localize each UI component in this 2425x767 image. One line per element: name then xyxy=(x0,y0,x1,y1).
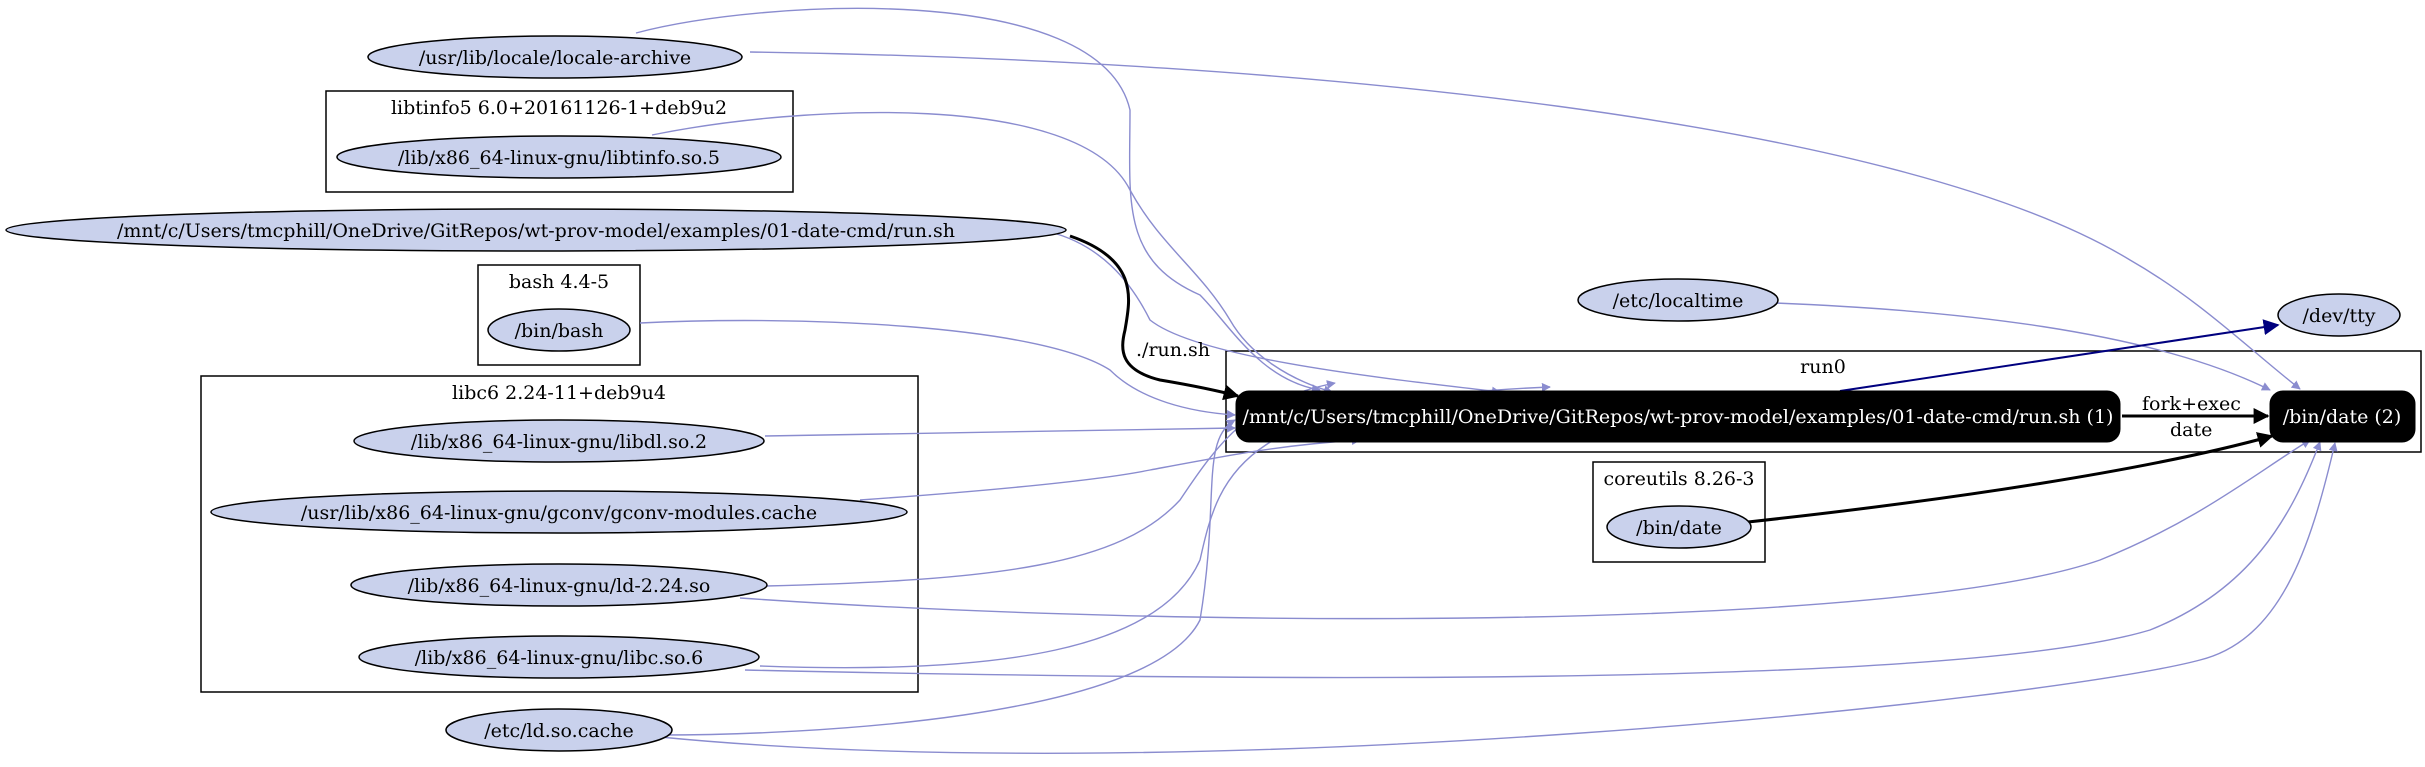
edge-libc-to-date xyxy=(744,441,2322,679)
edge-ld-to-date xyxy=(739,439,2311,620)
file-bin-bash[interactable]: /bin/bash xyxy=(487,308,631,352)
file-ld-cache[interactable]: /etc/ld.so.cache xyxy=(445,708,673,752)
cluster-run0-box xyxy=(1225,350,2422,453)
cluster-libtinfo: libtinfo5 6.0+20161126-1+deb9u2 xyxy=(325,90,794,193)
edge-locale-to-run xyxy=(635,7,1321,394)
file-locale-archive-label: /usr/lib/locale/locale-archive xyxy=(419,47,691,69)
edge-label-run-sh: ./run.sh xyxy=(1136,339,1210,361)
file-libc[interactable]: /lib/x86_64-linux-gnu/libc.so.6 xyxy=(358,635,760,679)
cluster-libc: libc6 2.24-11+deb9u4 xyxy=(200,375,919,693)
cluster-bash: bash 4.4-5 xyxy=(477,264,641,366)
cluster-coreutils: coreutils 8.26-3 xyxy=(1592,461,1766,563)
cluster-libc-box xyxy=(200,375,919,693)
edge-ldcache-to-run xyxy=(659,419,1236,736)
edge-runsh-read-to-run xyxy=(1049,231,1501,396)
file-bin-date[interactable]: /bin/date xyxy=(1606,505,1752,549)
file-localtime[interactable]: /etc/localtime xyxy=(1577,278,1779,322)
edge-bash-to-run xyxy=(639,319,1236,419)
cluster-run0-title: run0 xyxy=(1800,356,1846,378)
cluster-coreutils-title: coreutils 8.26-3 xyxy=(1603,468,1754,490)
edge-locale-to-date xyxy=(749,51,2301,390)
process-bin-date-label: /bin/date (2) xyxy=(2283,406,2402,428)
edge-label-fork-exec: fork+exec xyxy=(2142,393,2241,415)
file-libtinfo-label: /lib/x86_64-linux-gnu/libtinfo.so.5 xyxy=(398,147,720,169)
file-bin-bash-label: /bin/bash xyxy=(515,320,604,342)
read-edges xyxy=(635,7,1551,736)
cluster-coreutils-box xyxy=(1592,461,1766,563)
edge-label-date: date xyxy=(2170,419,2212,441)
file-gconv-label: /usr/lib/x86_64-linux-gnu/gconv/gconv-mo… xyxy=(301,502,817,524)
file-libc-label: /lib/x86_64-linux-gnu/libc.so.6 xyxy=(415,647,704,669)
file-libdl[interactable]: /lib/x86_64-linux-gnu/libdl.so.2 xyxy=(353,419,765,463)
file-libdl-label: /lib/x86_64-linux-gnu/libdl.so.2 xyxy=(411,431,707,453)
cluster-libtinfo-title: libtinfo5 6.0+20161126-1+deb9u2 xyxy=(391,97,727,119)
file-ld-label: /lib/x86_64-linux-gnu/ld-2.24.so xyxy=(408,575,711,597)
edge-ldcache-to-date xyxy=(659,442,2338,754)
edge-gconv-to-run xyxy=(859,436,1361,501)
cluster-run0: run0 xyxy=(1225,350,2422,453)
file-run-sh[interactable]: /mnt/c/Users/tmcphill/OneDrive/GitRepos/… xyxy=(5,208,1067,252)
file-libtinfo[interactable]: /lib/x86_64-linux-gnu/libtinfo.so.5 xyxy=(336,135,782,179)
file-run-sh-label: /mnt/c/Users/tmcphill/OneDrive/GitRepos/… xyxy=(117,220,955,242)
edge-libdl-to-run xyxy=(764,423,1236,437)
edge-run-to-tty xyxy=(1839,319,2280,392)
file-gconv[interactable]: /usr/lib/x86_64-linux-gnu/gconv/gconv-mo… xyxy=(210,490,908,534)
edge-bindate-to-date xyxy=(1747,432,2274,524)
cluster-bash-title: bash 4.4-5 xyxy=(509,271,609,293)
process-bin-date[interactable]: /bin/date (2) xyxy=(2269,390,2416,443)
cluster-libc-title: libc6 2.24-11+deb9u4 xyxy=(452,382,666,404)
file-dev-tty[interactable]: /dev/tty xyxy=(2277,293,2401,337)
edge-localtime-to-date xyxy=(1774,302,2271,391)
process-run-sh-label: /mnt/c/Users/tmcphill/OneDrive/GitRepos/… xyxy=(1243,406,2114,428)
edge-runsh-exec xyxy=(1069,234,1240,401)
process-run-sh[interactable]: /mnt/c/Users/tmcphill/OneDrive/GitRepos/… xyxy=(1235,390,2121,443)
cluster-libtinfo-box xyxy=(325,90,794,193)
edge-libtinfo-to-run xyxy=(651,111,1333,395)
file-localtime-label: /etc/localtime xyxy=(1613,290,1744,312)
file-bin-date-label: /bin/date xyxy=(1636,517,1722,539)
cluster-bash-box xyxy=(477,264,641,366)
file-dev-tty-label: /dev/tty xyxy=(2303,305,2376,327)
file-ld-cache-label: /etc/ld.so.cache xyxy=(484,720,634,742)
read-edges-date xyxy=(659,51,2338,754)
file-locale-archive[interactable]: /usr/lib/locale/locale-archive xyxy=(367,35,743,79)
file-ld[interactable]: /lib/x86_64-linux-gnu/ld-2.24.so xyxy=(350,563,768,607)
